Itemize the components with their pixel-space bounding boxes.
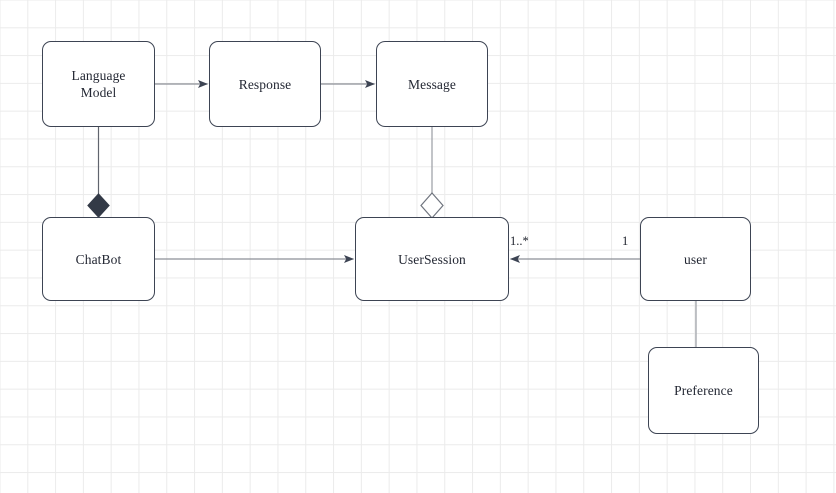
edge-language-model-to-chatbot <box>87 127 110 218</box>
node-user-session-label: UserSession <box>398 251 466 267</box>
node-response[interactable]: Response <box>209 41 321 127</box>
node-user-session[interactable]: UserSession <box>355 217 509 301</box>
node-message-label: Message <box>408 76 456 92</box>
node-response-label: Response <box>238 76 292 92</box>
multiplicity-label-user-session-end: 1..* <box>510 234 529 248</box>
multiplicity-label-user-end: 1 <box>622 234 629 248</box>
edge-message-to-user-session <box>420 127 444 219</box>
node-user-label: user <box>684 251 707 267</box>
node-preference[interactable]: Preference <box>648 347 759 434</box>
node-language-model[interactable]: Language Model <box>42 41 155 127</box>
node-chatbot[interactable]: ChatBot <box>42 217 155 301</box>
node-chatbot-label: ChatBot <box>75 251 122 267</box>
node-message[interactable]: Message <box>376 41 488 127</box>
filled-diamond-marker <box>87 193 110 218</box>
node-language-model-label: Language Model <box>71 68 126 100</box>
node-user[interactable]: user <box>640 217 751 301</box>
hollow-diamond-marker <box>420 192 444 219</box>
node-preference-label: Preference <box>674 383 733 398</box>
